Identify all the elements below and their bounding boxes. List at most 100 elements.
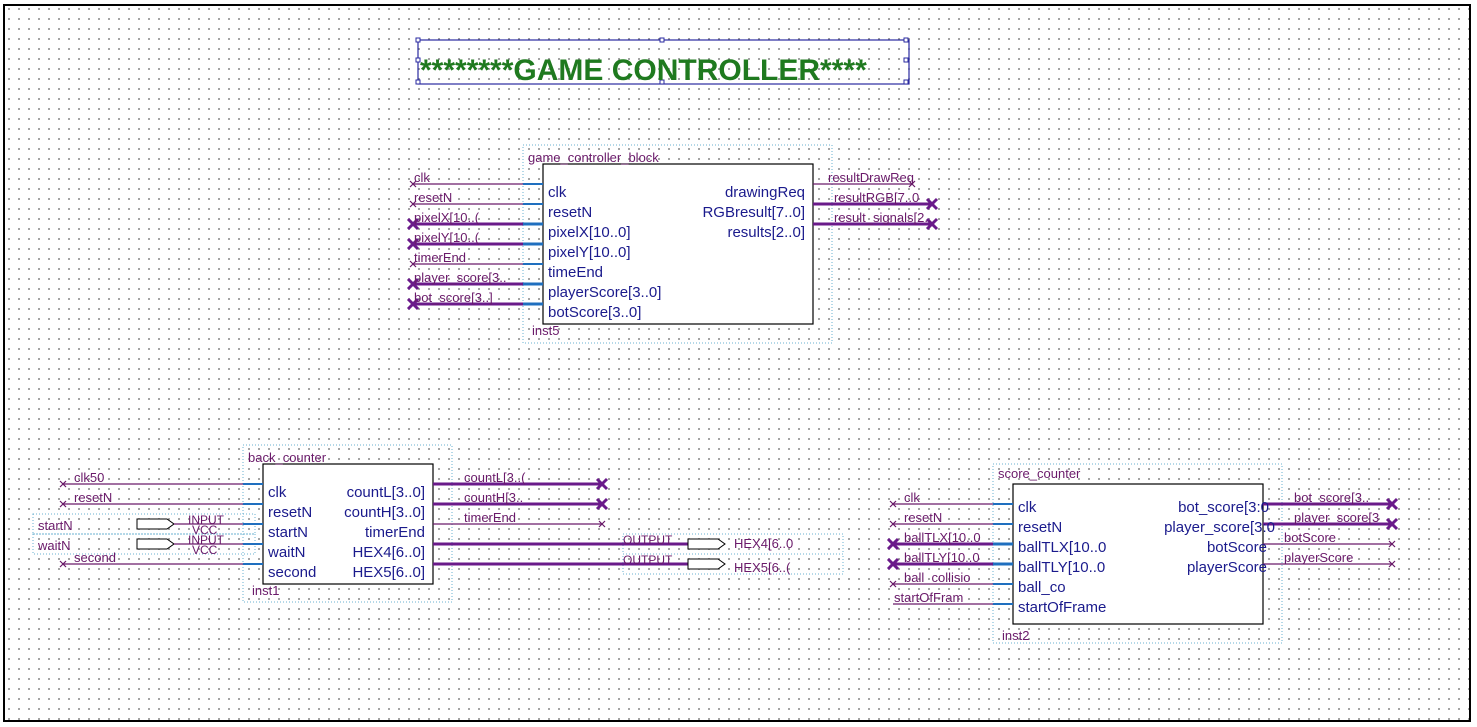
block-name: score_counter <box>998 466 1081 481</box>
back-counter-block[interactable]: back_counter inst1 clk50 clk resetN rese… <box>32 444 844 603</box>
input-port-clk[interactable]: clk50 clk <box>59 470 287 501</box>
input-port-waitN[interactable]: waitN INPUT VCC waitN <box>32 533 306 561</box>
net-label: countH[3.. <box>464 490 523 505</box>
port-label: player_score[3:0 <box>1164 519 1275 536</box>
net-label: clk50 <box>74 470 104 485</box>
port-label: countL[3..0] <box>347 484 425 501</box>
pin-name: HEX5[6..( <box>734 560 791 575</box>
net-label: player_score[3.. <box>414 270 507 285</box>
port-label: botScore <box>1207 539 1267 556</box>
port-label: startOfFrame <box>1018 599 1106 616</box>
net-label: pixelY[10..( <box>414 230 480 245</box>
port-label: resetN <box>1018 519 1062 536</box>
port-label: timerEnd <box>365 524 425 541</box>
input-port-ball-collision[interactable]: ball_collisio ball_co <box>889 570 1066 596</box>
output-port-results[interactable]: result_signals[2.. results[2..0] <box>727 210 939 241</box>
input-port-clk[interactable]: clk clk <box>409 170 567 201</box>
net-label: bot_score[3.. <box>1294 490 1369 505</box>
port-label: resetN <box>268 504 312 521</box>
pin-type: OUTPUT <box>623 553 673 567</box>
output-port-countL[interactable]: countL[3..( countL[3..0] <box>347 470 609 501</box>
input-port-resetN[interactable]: resetN resetN <box>409 190 592 221</box>
net-label: waitN <box>37 538 71 553</box>
net-label: startOfFram <box>894 590 963 605</box>
input-port-resetN[interactable]: resetN resetN <box>889 510 1062 536</box>
port-label: clk <box>548 184 567 201</box>
net-label: ball_collisio <box>904 570 970 585</box>
port-label: results[2..0] <box>727 224 805 241</box>
output-port-countH[interactable]: countH[3.. countH[3..0] <box>344 490 609 521</box>
input-port-timeEnd[interactable]: timerEnd timeEnd <box>409 250 603 281</box>
net-label: resetN <box>904 510 942 525</box>
port-label: bot_score[3:0 <box>1178 499 1269 516</box>
port-label: timeEnd <box>548 264 603 281</box>
input-port-ballTLX[interactable]: ballTLX[10..0 ballTLX[10..0 <box>886 530 1106 556</box>
port-label: HEX4[6..0] <box>352 544 425 561</box>
pin-default: VCC <box>192 543 218 557</box>
instance-name: inst2 <box>1002 628 1029 643</box>
instance-name: inst1 <box>252 583 279 598</box>
score-counter-block[interactable]: score_counter inst2 clk clk resetN reset… <box>886 463 1399 644</box>
port-label: RGBresult[7..0] <box>702 204 805 221</box>
block-name: game_controller_block <box>528 150 659 165</box>
net-label: ballTLX[10..0 <box>904 530 981 545</box>
input-port-playerScore[interactable]: player_score[3.. playerScore[3..0] <box>406 270 661 301</box>
port-label: second <box>268 564 316 581</box>
net-label: second <box>74 550 116 565</box>
output-port-HEX4[interactable]: OUTPUT HEX4[6..0 HEX4[6..0] <box>352 533 844 561</box>
port-label: waitN <box>267 544 306 561</box>
output-port-RGBresult[interactable]: resultRGB[7..0 RGBresult[7..0] <box>702 190 939 221</box>
port-label: clk <box>268 484 287 501</box>
pin-type: INPUT <box>188 513 225 527</box>
net-label: resultDrawReq <box>828 170 914 185</box>
port-label: drawingReq <box>725 184 805 201</box>
port-label: playerScore[3..0] <box>548 284 661 301</box>
net-label: bot_score[3..] <box>414 290 493 305</box>
net-label: resetN <box>414 190 452 205</box>
output-port-timerEnd[interactable]: timerEnd timerEnd <box>365 510 606 541</box>
input-port-resetN[interactable]: resetN resetN <box>59 490 312 521</box>
output-port-bot-score[interactable]: bot_score[3.. bot_score[3:0 <box>1178 490 1399 516</box>
net-label: pixelX[10..( <box>414 210 480 225</box>
instance-name: inst5 <box>532 323 559 338</box>
output-port-player-score[interactable]: player_score[3 player_score[3:0 <box>1164 510 1399 536</box>
net-label: playerScore <box>1284 550 1353 565</box>
port-label: pixelX[10..0] <box>548 224 631 241</box>
port-label: botScore[3..0] <box>548 304 641 321</box>
net-label: ballTLY[10..0 <box>904 550 980 565</box>
game-controller-block[interactable]: game_controller_block inst5 clk clk rese… <box>406 144 939 344</box>
net-label: resetN <box>74 490 112 505</box>
net-label: timerEnd <box>464 510 516 525</box>
net-label: resultRGB[7..0 <box>834 190 919 205</box>
title-block[interactable]: ********GAME CONTROLLER**** <box>415 37 910 87</box>
net-label: countL[3..( <box>464 470 526 485</box>
net-label: startN <box>38 518 73 533</box>
input-port-startN[interactable]: startN INPUT VCC startN <box>32 513 308 541</box>
output-port-playerScore[interactable]: playerScore playerScore <box>1187 550 1396 576</box>
output-port-drawingReq[interactable]: resultDrawReq drawingReq <box>725 170 916 201</box>
pin-type: INPUT <box>188 533 225 547</box>
input-port-botScore[interactable]: bot_score[3..] botScore[3..0] <box>406 290 641 321</box>
pin-name: HEX4[6..0 <box>734 536 793 551</box>
port-label: pixelY[10..0] <box>548 244 631 261</box>
input-port-pixelX[interactable]: pixelX[10..( pixelX[10..0] <box>406 210 631 241</box>
net-label: clk <box>904 490 920 505</box>
port-label: ball_co <box>1018 579 1066 596</box>
output-port-HEX5[interactable]: OUTPUT HEX5[6..( HEX5[6..0] <box>352 553 844 581</box>
net-label: botScore <box>1284 530 1336 545</box>
port-label: countH[3..0] <box>344 504 425 521</box>
net-label: timerEnd <box>414 250 466 265</box>
input-port-ballTLY[interactable]: ballTLY[10..0 ballTLY[10..0 <box>886 550 1105 576</box>
output-port-botScore[interactable]: botScore botScore <box>1207 530 1396 556</box>
port-label: ballTLY[10..0 <box>1018 559 1105 576</box>
input-port-clk[interactable]: clk clk <box>889 490 1037 516</box>
net-label: clk <box>414 170 430 185</box>
input-port-startOfFrame[interactable]: startOfFram startOfFrame <box>893 590 1106 616</box>
port-label: ballTLX[10..0 <box>1018 539 1106 556</box>
input-port-pixelY[interactable]: pixelY[10..( pixelY[10..0] <box>406 230 631 261</box>
port-label: clk <box>1018 499 1037 516</box>
input-port-second[interactable]: second second <box>59 550 316 581</box>
block-name: back_counter <box>248 450 327 465</box>
